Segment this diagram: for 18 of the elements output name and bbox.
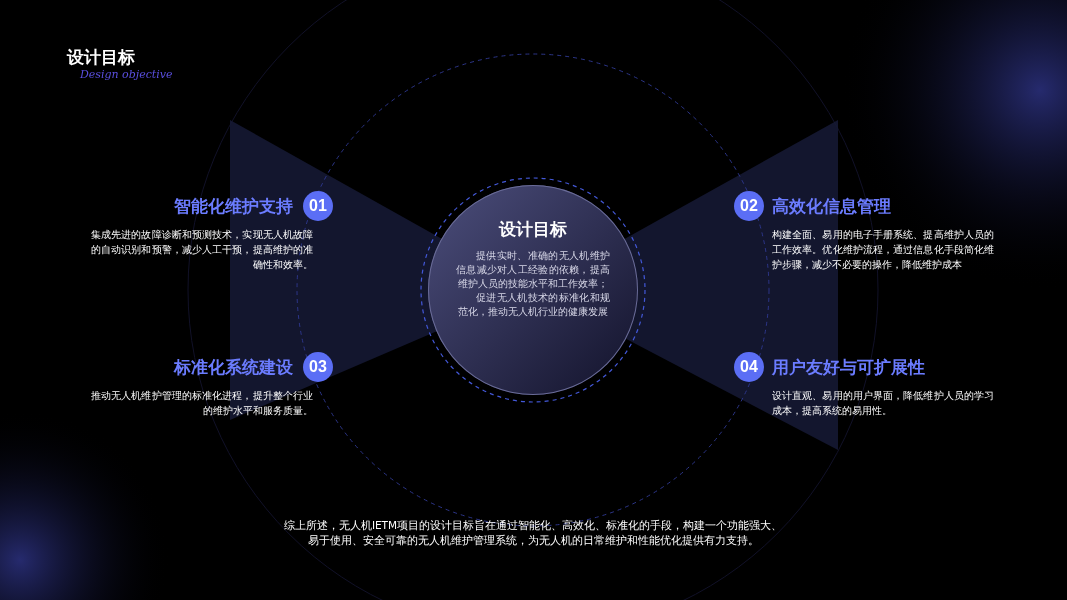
circle-paragraph: 促进无人机技术的标准化和规范化，推动无人机行业的健康发展 — [457, 291, 610, 319]
item-heading: 智能化维护支持 — [174, 195, 293, 218]
title-subtitle: Design objective — [80, 68, 173, 82]
item-heading: 标准化系统建设 — [174, 356, 293, 379]
badge-number: 04 — [739, 357, 759, 377]
circle-paragraph: 提供实时、准确的无人机维护信息减少对人工经验的依赖，提高维护人员的技能水平和工作效率； — [456, 249, 610, 291]
item-heading: 高效化信息管理 — [772, 195, 891, 218]
item-description: 设计直观、易用的用户界面，降低维护人员的学习成本，提高系统的易用性。 — [772, 389, 994, 418]
item-description: 构建全面、易用的电子手册系统、提高维护人员的工作效率。优化维护流程，通过信息化手段简化维护步骤，减少不必要的操作，降低维护成本 — [772, 228, 994, 272]
item-heading: 用户友好与可扩展性 — [772, 356, 925, 379]
circle-heading: 设计目标 — [497, 218, 568, 241]
badge-number: 02 — [739, 196, 759, 216]
item-description: 推动无人机维护管理的标准化进程，提升整个行业的维护水平和服务质量。 — [91, 389, 313, 418]
summary-text: 综上所述，无人机IETM项目的设计目标旨在通过智能化、高效化、标准化的手段，构建一个功能强大、易于使用、安全可靠的无人机维护管理系统，为无人机的日常维护和性能优化提供有力支持。 — [283, 518, 783, 548]
item-description: 集成先进的故障诊断和预测技术，实现无人机故障的自动识别和预警，减少人工干预，提高维护的准确性和效率。 — [91, 228, 313, 272]
badge-number: 01 — [308, 196, 328, 216]
page-title: 设计目标 — [67, 46, 135, 69]
badge-number: 03 — [308, 357, 328, 377]
